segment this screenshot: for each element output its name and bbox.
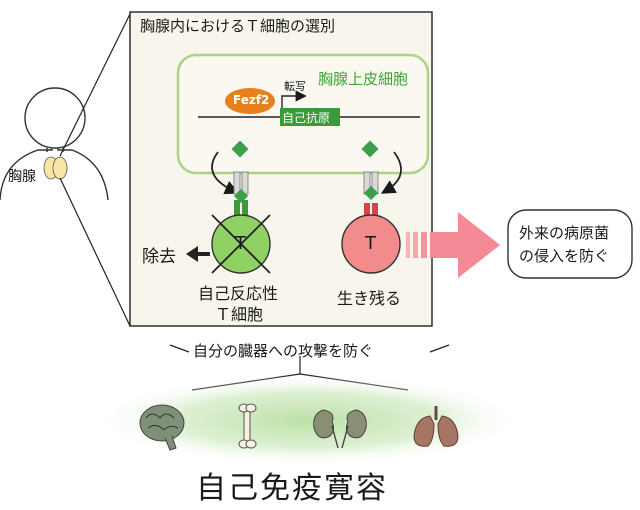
removal-label: 除去 xyxy=(142,247,176,267)
self-antigen-left xyxy=(231,140,249,158)
surviving-t-cell xyxy=(341,214,401,274)
presentation-arrow-right xyxy=(380,151,402,194)
self-antigen-gene-label: 自己抗原 xyxy=(282,111,331,125)
transcription-label: 転写 xyxy=(284,80,306,93)
self-antigen-right xyxy=(361,140,379,158)
deletion-cross-icon xyxy=(211,214,271,274)
thymus-icon xyxy=(43,156,68,180)
brain-icon xyxy=(139,404,185,451)
pathogen-callout-box xyxy=(507,209,633,279)
export-arrow xyxy=(406,212,500,278)
person-silhouette xyxy=(0,87,109,201)
fezf2-label: Fezf2 xyxy=(233,93,270,107)
presentation-arrow-left xyxy=(211,151,240,195)
survivor-cell-symbol: T xyxy=(365,233,376,254)
bracket-label: 自分の臓器への攻撃を防ぐ xyxy=(193,342,374,360)
zoom-lines xyxy=(59,13,131,327)
self-reactive-cell-symbol: T xyxy=(235,233,246,254)
callout-line1: 外来の病原菌 xyxy=(519,224,610,242)
tolerance-label: 自己免疫寛容 xyxy=(196,471,388,506)
self-antigen-gene-box xyxy=(280,108,340,126)
tcr-complex-left xyxy=(233,171,249,216)
epithelium-label: 胸腺上皮細胞 xyxy=(318,70,409,88)
survivor-label: 生き残る xyxy=(337,289,402,308)
self-reactive-label-line2: Ｔ細胞 xyxy=(215,305,264,324)
removal-arrow-icon xyxy=(186,246,210,262)
callout-line2: の侵入を防ぐ xyxy=(519,247,610,265)
fezf2-factor xyxy=(225,88,275,114)
bone-icon xyxy=(238,403,257,449)
self-reactive-label-line1: 自己反応性 xyxy=(198,284,279,303)
transcription-arrow xyxy=(281,90,307,108)
thymus-label: 胸腺 xyxy=(8,169,36,185)
tcr-complex-right xyxy=(363,171,379,217)
kidneys-icon xyxy=(313,409,367,449)
panel-title: 胸腺内におけるＴ細胞の選別 xyxy=(140,17,336,35)
lungs-icon xyxy=(413,406,459,447)
